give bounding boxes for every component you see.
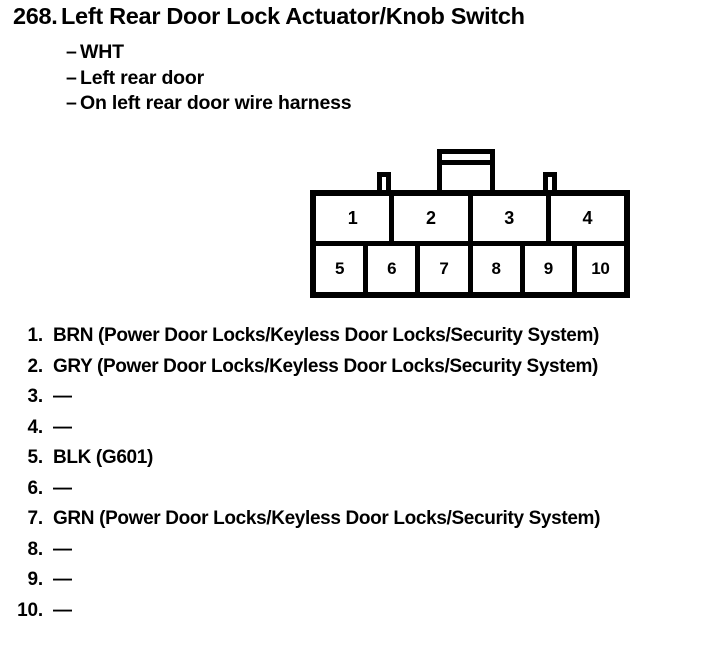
- pin-description: —: [53, 477, 72, 499]
- subitem: – On left rear door wire harness: [66, 91, 666, 117]
- pin-number: 1.: [27, 325, 44, 346]
- subitem-label: On left rear door wire harness: [80, 92, 352, 115]
- pin-list-item: 10. —: [13, 600, 703, 631]
- pin-number: 8.: [27, 538, 44, 560]
- connector-diagram: 1 2 3 4 5 6 7 8 9 10: [310, 149, 630, 299]
- locking-tab-slot: [442, 160, 490, 165]
- pin-list-item: 1. BRN (Power Door Locks/Keyless Door Lo…: [13, 325, 703, 356]
- pin-list-item: 3. —: [13, 386, 703, 417]
- subitem: – WHT: [66, 40, 666, 66]
- connector-locking-tab-icon: [437, 149, 495, 193]
- header-block: 268. Left Rear Door Lock Actuator/Knob S…: [13, 2, 693, 30]
- subitem-label: WHT: [80, 41, 124, 63]
- subitem: – Left rear door: [66, 66, 666, 92]
- pin-list-item: 8. —: [13, 539, 703, 570]
- pin-list-item: 4. —: [13, 417, 703, 448]
- pin-description: —: [53, 599, 72, 621]
- pin-description: —: [53, 386, 72, 407]
- en-dash-icon: –: [66, 92, 77, 115]
- pin-list-item: 6. —: [13, 478, 703, 509]
- page-title: 268. Left Rear Door Lock Actuator/Knob S…: [13, 2, 693, 30]
- connector-pin-cell: 9: [524, 246, 577, 292]
- pin-list-item: 2. GRY (Power Door Locks/Keyless Door Lo…: [13, 356, 703, 387]
- connector-body: 1 2 3 4 5 6 7 8 9 10: [310, 190, 630, 298]
- connector-pin-cell: 1: [316, 196, 395, 241]
- connector-pin-cell: 3: [472, 196, 551, 241]
- pin-list-item: 9. —: [13, 569, 703, 600]
- pin-number: 3.: [27, 386, 44, 407]
- pin-list-item: 7. GRN (Power Door Locks/Keyless Door Lo…: [13, 508, 703, 539]
- connector-pin-cell: 8: [472, 246, 525, 292]
- pin-number: 4.: [27, 416, 44, 438]
- connector-row-top: 1 2 3 4: [316, 196, 624, 246]
- pin-number: 5.: [27, 447, 44, 468]
- connector-notch-left-icon: [377, 172, 391, 193]
- title-number: 268.: [13, 3, 58, 29]
- en-dash-icon: –: [66, 66, 77, 89]
- pin-description: —: [53, 538, 72, 560]
- pin-description: GRN (Power Door Locks/Keyless Door Locks…: [53, 508, 601, 529]
- pin-number: 7.: [27, 508, 44, 529]
- connector-notch-right-icon: [543, 172, 557, 193]
- en-dash-icon: –: [66, 41, 77, 63]
- connector-pin-cell: 2: [394, 196, 473, 241]
- pin-number: 9.: [27, 569, 44, 590]
- connector-pin-cell: 4: [550, 196, 624, 241]
- connector-pin-cell: 7: [420, 246, 473, 292]
- connector-pin-cell: 6: [368, 246, 421, 292]
- pin-list-item: 5. BLK (G601): [13, 447, 703, 478]
- connector-pin-cell: 10: [576, 246, 625, 292]
- pin-number: 10.: [17, 599, 43, 621]
- pin-description: BLK (G601): [53, 447, 153, 468]
- pin-number: 6.: [27, 477, 44, 499]
- connector-pin-cell: 5: [316, 246, 369, 292]
- title-text: Left Rear Door Lock Actuator/Knob Switch: [61, 3, 525, 29]
- pin-description: BRN (Power Door Locks/Keyless Door Locks…: [53, 325, 600, 346]
- pin-description: —: [53, 416, 72, 438]
- subitem-list: – WHT – Left rear door – On left rear do…: [66, 40, 666, 117]
- pin-description: GRY (Power Door Locks/Keyless Door Locks…: [53, 355, 598, 377]
- subitem-label: Left rear door: [80, 66, 204, 89]
- pin-description: —: [53, 569, 72, 590]
- pin-number: 2.: [27, 355, 44, 377]
- connector-row-bottom: 5 6 7 8 9 10: [316, 246, 625, 292]
- pin-description-list: 1. BRN (Power Door Locks/Keyless Door Lo…: [13, 325, 703, 630]
